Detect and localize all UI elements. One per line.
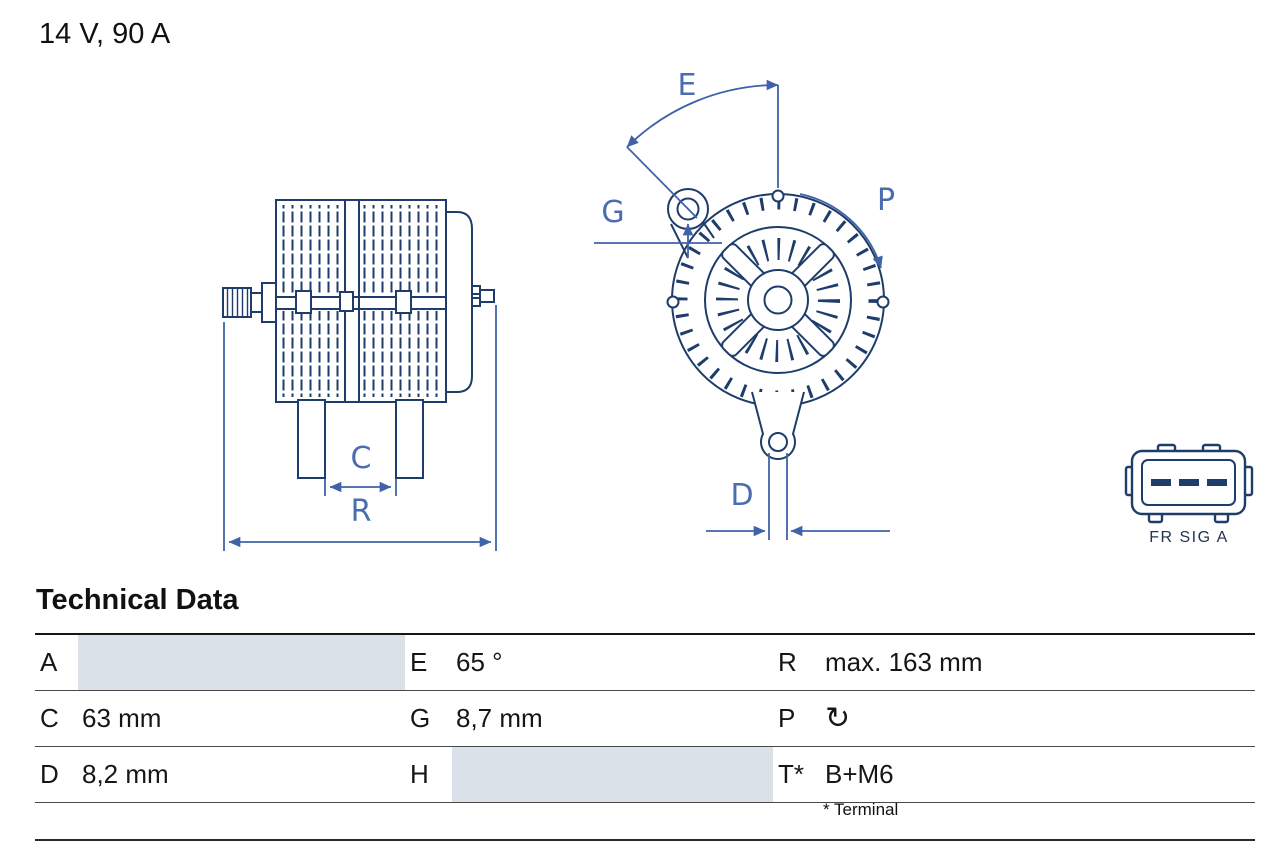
side-view-dimensions — [223, 305, 497, 551]
bolt-boss-right — [395, 290, 412, 314]
cell-key-e: E — [410, 647, 428, 677]
connector-label: FR SIG A — [1149, 529, 1229, 546]
rotation-direction-arrow — [799, 193, 883, 269]
cell-value-e: 65 ° — [456, 647, 503, 677]
cell-key-g: G — [410, 703, 431, 733]
side-view — [222, 199, 495, 479]
cell-value-g: 8,7 mm — [456, 703, 543, 733]
rating-label: 14 V, 90 A — [39, 18, 171, 50]
terminal-footnote: * Terminal — [823, 800, 899, 819]
cell-value-r: max. 163 mm — [825, 647, 983, 677]
connector-view — [1124, 443, 1254, 524]
shaft-thread — [222, 287, 252, 318]
bolt-boss-left — [295, 290, 312, 314]
cell-value-t: B+M6 — [825, 759, 894, 789]
dim-label-e: E — [678, 68, 697, 103]
technical-drawing: C R — [222, 68, 1254, 551]
table-row: C 63 mm G 8,7 mm P ↻ — [35, 690, 1255, 746]
table-row: D 8,2 mm H T* B+M6 — [35, 746, 1255, 802]
angle-e-arc — [626, 79, 779, 148]
connector-pin-a — [1207, 479, 1227, 486]
fins-top-right — [363, 205, 442, 293]
technical-data-table: A E 65 ° R max. 163 mm C 63 mm G 8,7 mm … — [35, 633, 1255, 803]
mount-leg-left — [297, 399, 326, 479]
cell-key-h: H — [410, 759, 429, 789]
shaft-step — [261, 282, 278, 323]
mount-leg-right — [395, 399, 424, 479]
technical-data-title: Technical Data — [36, 584, 239, 616]
boss-right — [876, 295, 890, 309]
rear-terminal-b — [471, 297, 481, 307]
bottom-ear — [751, 391, 805, 460]
front-view-dimensions — [594, 79, 890, 540]
fan-blades — [716, 238, 840, 362]
cell-value-h — [452, 747, 773, 802]
dim-label-c: C — [351, 441, 372, 476]
cell-key-d: D — [40, 759, 59, 789]
bottom-ear-hole — [768, 432, 788, 452]
cell-key-r: R — [778, 647, 797, 677]
dim-label-p: P — [877, 183, 895, 218]
dim-label-r: R — [351, 494, 372, 529]
dim-label-d: D — [730, 478, 753, 513]
table-row: A E 65 ° R max. 163 mm — [35, 635, 1255, 690]
boss-left — [666, 295, 680, 309]
cell-key-a: A — [40, 647, 58, 677]
cell-key-c: C — [40, 703, 59, 733]
rotation-direction-icon: ↻ — [825, 701, 851, 736]
fins-top-left — [281, 205, 339, 293]
connector-pin-sig — [1179, 479, 1199, 486]
dim-label-g: G — [601, 195, 624, 230]
cell-value-c: 63 mm — [82, 703, 162, 733]
rear-terminal-a — [471, 285, 481, 295]
fins-bottom-right — [363, 311, 442, 397]
cell-key-p: P — [778, 703, 796, 733]
fins-bottom-left — [281, 311, 339, 397]
rear-cover — [445, 211, 473, 393]
cell-key-t: T* — [778, 759, 804, 789]
shaft-collar — [250, 292, 263, 313]
front-view — [666, 188, 890, 460]
cell-value-a — [78, 635, 405, 690]
rear-terminal-tab — [479, 289, 495, 303]
cell-value-d: 8,2 mm — [82, 759, 169, 789]
bottom-rule — [35, 839, 1255, 841]
boss-top — [771, 189, 785, 203]
hub-inner — [763, 285, 793, 315]
bolt-boss-center — [339, 291, 354, 312]
connector-pin-fr — [1151, 479, 1171, 486]
